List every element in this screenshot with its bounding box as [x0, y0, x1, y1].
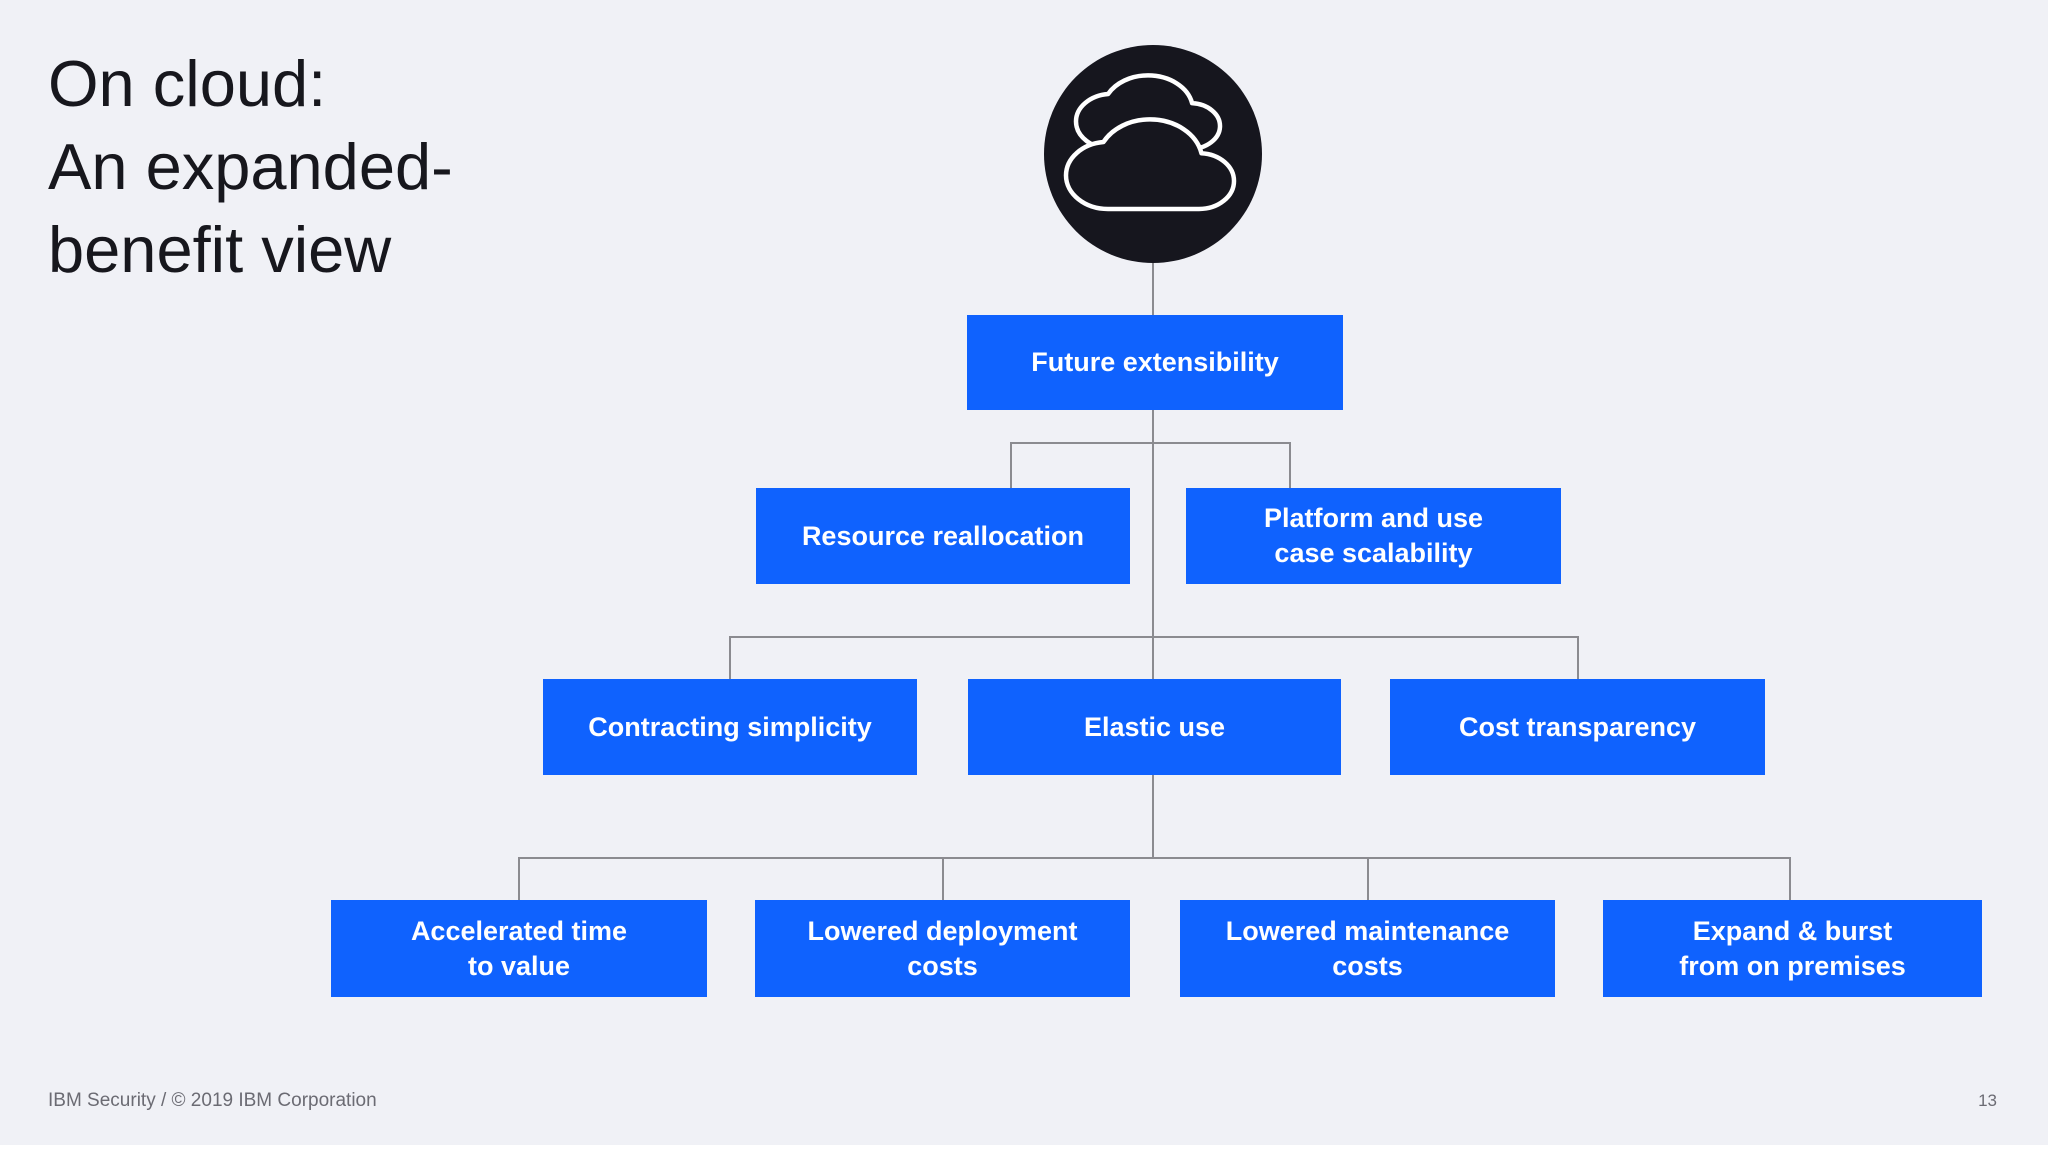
connector-level4-horizontal	[518, 857, 1790, 859]
node-cost-transparency: Cost transparency	[1390, 679, 1765, 775]
node-future-extensibility: Future extensibility	[967, 315, 1343, 410]
connector-level4-drop-1	[518, 857, 520, 900]
connector-level2-horizontal	[1010, 442, 1290, 444]
title-line-3: benefit view	[48, 213, 392, 286]
node-resource-reallocation: Resource reallocation	[756, 488, 1130, 584]
node-elastic-use: Elastic use	[968, 679, 1341, 775]
connector-elastic-to-level4	[1152, 775, 1154, 857]
connector-level4-drop-3	[1367, 857, 1369, 900]
front-cloud-outline	[1066, 119, 1234, 209]
connector-level2-drop-left	[1010, 442, 1012, 488]
connector-circle-to-root	[1152, 263, 1154, 315]
title-line-1: On cloud:	[48, 47, 327, 120]
connector-root-to-elastic	[1152, 410, 1154, 679]
connector-level2-drop-right	[1289, 442, 1291, 488]
node-accelerated-time-to-value: Accelerated time to value	[331, 900, 707, 997]
bottom-strip	[0, 1145, 2048, 1152]
node-expand-burst-from-on-premises: Expand & burst from on premises	[1603, 900, 1982, 997]
back-cloud-outline	[1076, 75, 1220, 149]
connector-level3-drop-left	[729, 636, 731, 679]
connector-level3-drop-right	[1577, 636, 1579, 679]
cloud-badge	[1044, 45, 1262, 263]
connector-level4-drop-4	[1789, 857, 1791, 900]
slide-title: On cloud: An expanded- benefit view	[48, 42, 453, 291]
connector-level4-drop-2	[942, 857, 944, 900]
node-lowered-deployment-costs: Lowered deployment costs	[755, 900, 1130, 997]
node-platform-use-case-scalability: Platform and use case scalability	[1186, 488, 1561, 584]
node-contracting-simplicity: Contracting simplicity	[543, 679, 917, 775]
title-line-2: An expanded-	[48, 130, 453, 203]
double-cloud-icon	[1044, 45, 1262, 263]
footer-text: IBM Security / © 2019 IBM Corporation	[48, 1090, 377, 1111]
page-number: 13	[1978, 1091, 1997, 1110]
connector-level3-horizontal	[729, 636, 1578, 638]
node-lowered-maintenance-costs: Lowered maintenance costs	[1180, 900, 1555, 997]
